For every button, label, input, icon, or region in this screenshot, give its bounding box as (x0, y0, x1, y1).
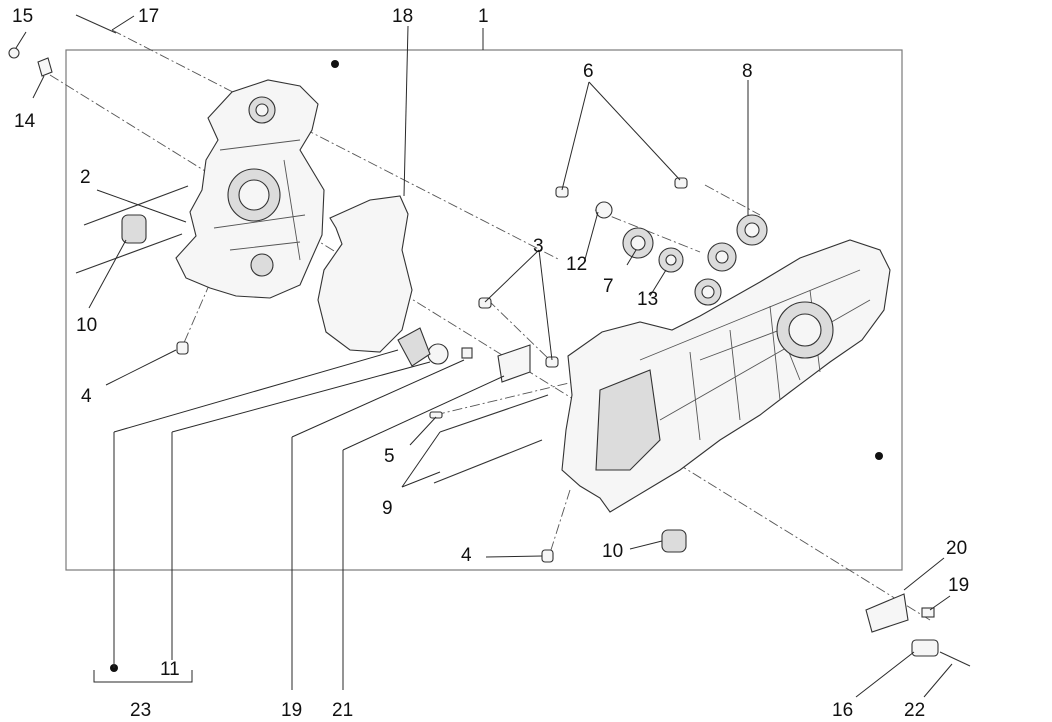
callout-14: 14 (14, 111, 36, 132)
bearings (595, 201, 768, 306)
callout-21: 21 (332, 700, 353, 721)
studs (75, 14, 549, 484)
small-parts (8, 47, 971, 667)
callout-9: 9 (382, 498, 393, 519)
assembly-frame (65, 49, 903, 571)
callout-19-bottom: 19 (281, 700, 302, 721)
callout-11: 11 (160, 659, 180, 680)
callout-7: 7 (603, 276, 614, 297)
callout-23: 23 (130, 700, 151, 721)
callout-3: 3 (533, 236, 544, 257)
callout-10-bottom: 10 (602, 541, 623, 562)
right-crankcase-half (561, 239, 891, 513)
callout-labels: 1 2 3 4 4 5 6 7 8 9 10 10 11 12 13 14 15… (12, 6, 969, 721)
callout-20: 20 (946, 538, 967, 559)
callout-17: 17 (138, 6, 159, 27)
callout-10-left: 10 (76, 315, 97, 336)
callout-22: 22 (904, 700, 925, 721)
callout-2: 2 (80, 167, 91, 188)
callout-8: 8 (742, 61, 753, 82)
gasket (317, 195, 413, 353)
callout-4-left: 4 (81, 386, 92, 407)
left-crankcase-half (175, 79, 325, 299)
callout-19-right: 19 (948, 575, 969, 596)
reference-dot (331, 60, 339, 68)
callout-5: 5 (384, 446, 395, 467)
callout-4-bottom: 4 (461, 545, 472, 566)
callout-18: 18 (392, 6, 413, 27)
reference-dot (875, 452, 883, 460)
leader-lines (15, 15, 953, 698)
callout-16: 16 (832, 700, 853, 721)
callout-15: 15 (12, 6, 33, 27)
callout-13: 13 (637, 289, 658, 310)
callout-12: 12 (566, 254, 587, 275)
callout-1: 1 (478, 6, 489, 27)
callout-6: 6 (583, 61, 594, 82)
